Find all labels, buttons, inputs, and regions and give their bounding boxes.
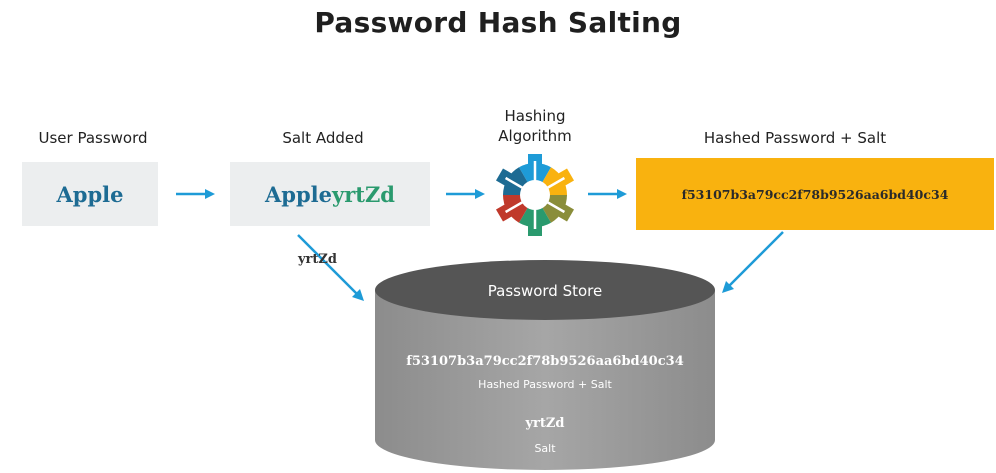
label-hashing-line1: Hashing <box>504 107 566 125</box>
gear-icon <box>495 154 575 236</box>
store-hash-caption: Hashed Password + Salt <box>478 378 612 391</box>
user-password-value: Apple <box>56 181 124 207</box>
arrow-salted-to-hashing <box>446 189 485 199</box>
label-salt-added: Salt Added <box>282 129 364 147</box>
arrow-hash-to-store <box>722 231 784 293</box>
arrow-password-to-salted <box>176 189 215 199</box>
label-hashing-algorithm: Hashing Algorithm <box>460 106 610 146</box>
user-password-box: Apple <box>22 162 158 226</box>
diagram-title: Password Hash Salting <box>314 6 682 39</box>
database-cylinder-icon <box>375 260 715 470</box>
salted-password-salt: yrtZd <box>332 181 395 207</box>
salted-password-base: Apple <box>265 181 332 207</box>
label-hashing-line2: Algorithm <box>498 127 572 145</box>
label-user-password: User Password <box>38 129 148 147</box>
store-hash-value: f53107b3a79cc2f78b9526aa6bd40c34 <box>406 354 684 369</box>
hashed-password-value: f53107b3a79cc2f78b9526aa6bd40c34 <box>681 186 949 202</box>
arrow-salt-to-store <box>297 234 364 301</box>
salt-arrow-label: yrtZd <box>298 252 337 267</box>
arrow-hashing-to-hash <box>588 189 627 199</box>
hashed-password-box: f53107b3a79cc2f78b9526aa6bd40c34 <box>636 158 994 230</box>
label-hashed-password-salt: Hashed Password + Salt <box>703 129 887 147</box>
store-salt-caption: Salt <box>534 442 556 455</box>
store-salt-value: yrtZd <box>525 416 565 431</box>
password-store-title: Password Store <box>487 282 603 300</box>
